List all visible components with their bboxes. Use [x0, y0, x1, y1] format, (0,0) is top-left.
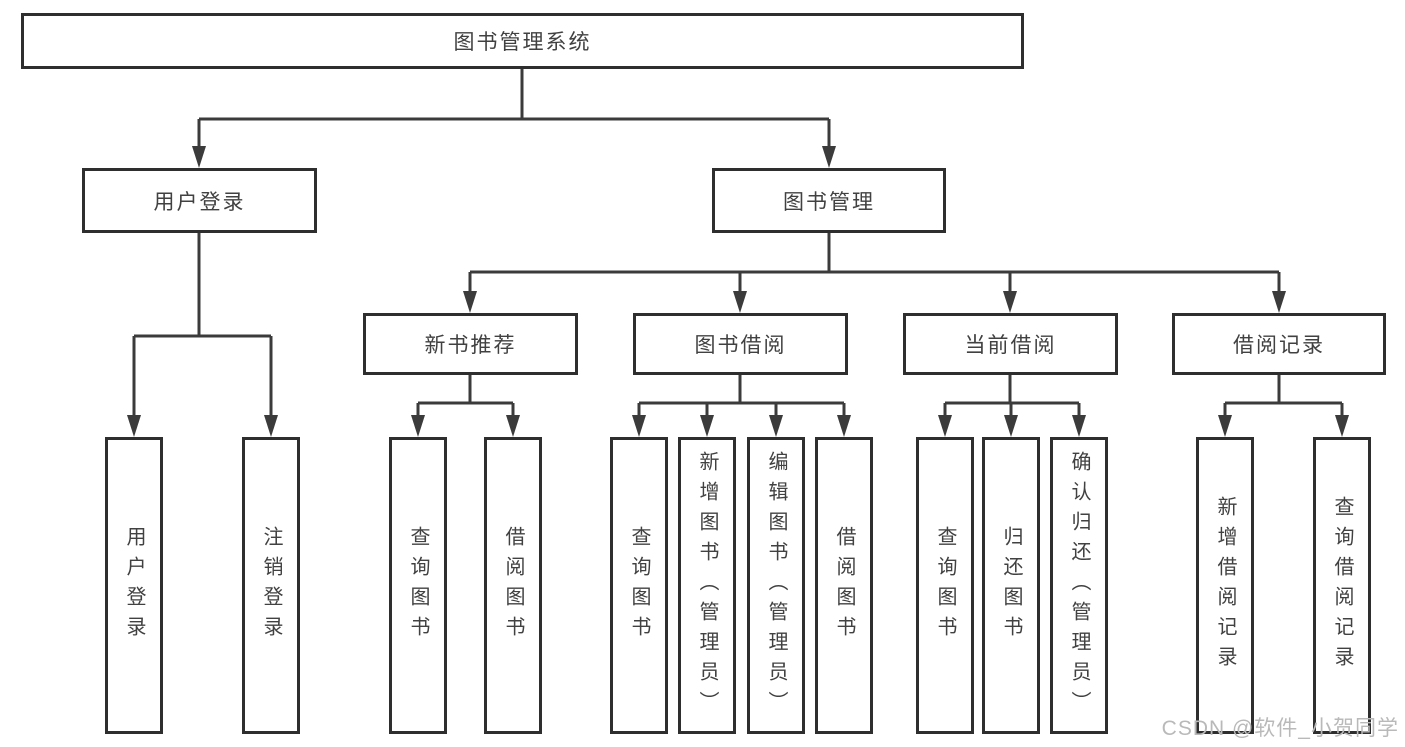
- arrowhead: [1003, 291, 1017, 313]
- arrowhead: [192, 146, 206, 168]
- node-user-login: 用户登录: [82, 168, 317, 233]
- leaf-borrow-book-1: 借阅图书: [484, 437, 542, 734]
- arrowhead: [938, 415, 952, 437]
- node-label: 当前借阅: [964, 334, 1057, 357]
- node-root-library-system: 图书管理系统: [21, 13, 1024, 69]
- arrowhead: [506, 415, 520, 437]
- node-book-borrow: 图书借阅: [633, 313, 848, 375]
- node-label: 编辑图书（管理员）: [765, 450, 787, 721]
- node-label: 借阅图书: [502, 525, 524, 646]
- node-label: 确认归还（管理员）: [1068, 450, 1090, 721]
- arrowhead: [1218, 415, 1232, 437]
- connector-user-login-branch: [132, 233, 273, 419]
- arrowhead: [127, 415, 141, 437]
- node-label: 图书管理: [783, 190, 875, 214]
- node-label: 新增借阅记录: [1214, 495, 1236, 676]
- connector-book-mgmt-branch: [468, 233, 1281, 295]
- node-label: 注销登录: [260, 525, 282, 646]
- node-label: 图书管理系统: [453, 31, 592, 54]
- csdn-watermark: CSDN @软件_小贺同学: [1161, 717, 1399, 740]
- arrowhead: [264, 415, 278, 437]
- leaf-add-borrow-record: 新增借阅记录: [1196, 437, 1254, 734]
- leaf-logout: 注销登录: [242, 437, 300, 734]
- leaf-user-login: 用户登录: [105, 437, 163, 734]
- node-borrow-record: 借阅记录: [1172, 313, 1386, 375]
- leaf-query-borrow-record: 查询借阅记录: [1313, 437, 1371, 734]
- node-label: 归还图书: [1000, 525, 1022, 646]
- arrowhead: [822, 146, 836, 168]
- arrowhead: [463, 291, 477, 313]
- connector-current-borrow-branch: [943, 375, 1081, 419]
- arrowhead: [769, 415, 783, 437]
- node-current-borrow: 当前借阅: [903, 313, 1118, 375]
- leaf-edit-book-admin: 编辑图书（管理员）: [747, 437, 805, 734]
- node-label: 借阅图书: [833, 525, 855, 646]
- node-label: 借阅记录: [1233, 334, 1325, 357]
- leaf-confirm-return-admin: 确认归还（管理员）: [1050, 437, 1108, 734]
- node-label: 查询图书: [934, 525, 956, 646]
- connector-new-book-branch: [416, 375, 515, 419]
- connector-book-borrow-branch: [637, 375, 846, 419]
- node-label: 新书推荐: [424, 334, 517, 357]
- arrowhead: [733, 291, 747, 313]
- leaf-query-book-2: 查询图书: [610, 437, 668, 734]
- connector-borrow-record-branch: [1223, 375, 1344, 419]
- leaf-borrow-book-2: 借阅图书: [815, 437, 873, 734]
- leaf-query-book-3: 查询图书: [916, 437, 974, 734]
- arrowhead: [1072, 415, 1086, 437]
- arrowhead: [1272, 291, 1286, 313]
- leaf-add-book-admin: 新增图书（管理员）: [678, 437, 736, 734]
- arrowhead: [632, 415, 646, 437]
- node-label: 查询图书: [407, 525, 429, 646]
- node-label: 用户登录: [123, 525, 145, 646]
- leaf-return-book: 归还图书: [982, 437, 1040, 734]
- arrowhead: [837, 415, 851, 437]
- node-new-book-recommend: 新书推荐: [363, 313, 578, 375]
- node-label: 新增图书（管理员）: [696, 450, 718, 721]
- connector-root-branch: [197, 69, 831, 150]
- arrowhead: [700, 415, 714, 437]
- leaf-query-book-1: 查询图书: [389, 437, 447, 734]
- node-label: 图书借阅: [694, 334, 787, 357]
- node-book-management: 图书管理: [712, 168, 946, 233]
- node-label: 查询借阅记录: [1331, 495, 1353, 676]
- arrowhead: [411, 415, 425, 437]
- node-label: 查询图书: [628, 525, 650, 646]
- arrowhead: [1335, 415, 1349, 437]
- arrowhead: [1004, 415, 1018, 437]
- node-label: 用户登录: [153, 190, 246, 214]
